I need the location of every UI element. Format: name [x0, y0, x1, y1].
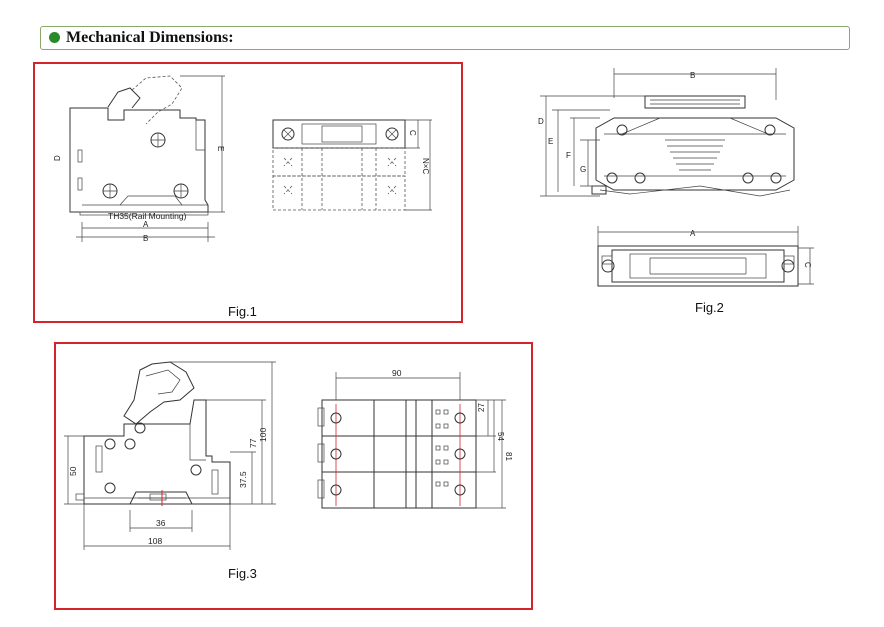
dim-37-5-label: 37.5 — [238, 471, 248, 488]
dim-nxc-label: N×C — [421, 158, 430, 174]
dim-a2-label: A — [690, 229, 696, 238]
dim-f2-label: F — [566, 151, 571, 160]
fig1-frame — [33, 62, 463, 323]
dim-100-label: 100 — [258, 428, 268, 442]
dim-54-label: 54 — [496, 432, 505, 441]
dim-50-label: 50 — [68, 466, 78, 476]
fig2-top-view: A C — [597, 226, 814, 287]
dim-a-label: A — [143, 220, 149, 229]
fig1-side-view: D E TH35(Rail Mounting) A B — [53, 75, 225, 243]
dim-90-label: 90 — [392, 368, 402, 378]
fig3-caption: Fig.3 — [228, 566, 257, 581]
dim-g2-label: G — [580, 165, 586, 174]
dim-d2-label: D — [538, 117, 544, 126]
section-header: Mechanical Dimensions: — [40, 26, 850, 50]
fig1-top-view: C N×C — [272, 119, 432, 211]
bullet-icon — [49, 32, 60, 43]
rail-label: TH35(Rail Mounting) — [108, 211, 187, 221]
dim-d-label: D — [53, 155, 62, 161]
dim-b2-label: B — [690, 71, 695, 80]
dim-36-label: 36 — [156, 518, 166, 528]
dim-108-label: 108 — [148, 536, 162, 546]
section-title: Mechanical Dimensions: — [66, 29, 234, 46]
fig2-caption: Fig.2 — [695, 300, 724, 315]
dim-e2-label: E — [548, 137, 553, 146]
fig3-frame — [54, 342, 533, 610]
fig2-side-view: B D E F G — [538, 68, 795, 197]
fig3-side-view: 50 37.5 77 100 36 108 — [64, 361, 276, 550]
dim-c-label: C — [408, 130, 417, 136]
fig3-top-view: 90 27 54 81 — [317, 368, 513, 509]
dim-77-label: 77 — [248, 438, 258, 448]
dim-81-label: 81 — [504, 452, 513, 461]
fig1-caption: Fig.1 — [228, 304, 257, 319]
dim-27-label: 27 — [477, 403, 486, 412]
dim-c2-label: C — [803, 262, 812, 268]
dim-e-label: E — [216, 146, 225, 151]
dim-b-label: B — [143, 234, 148, 243]
